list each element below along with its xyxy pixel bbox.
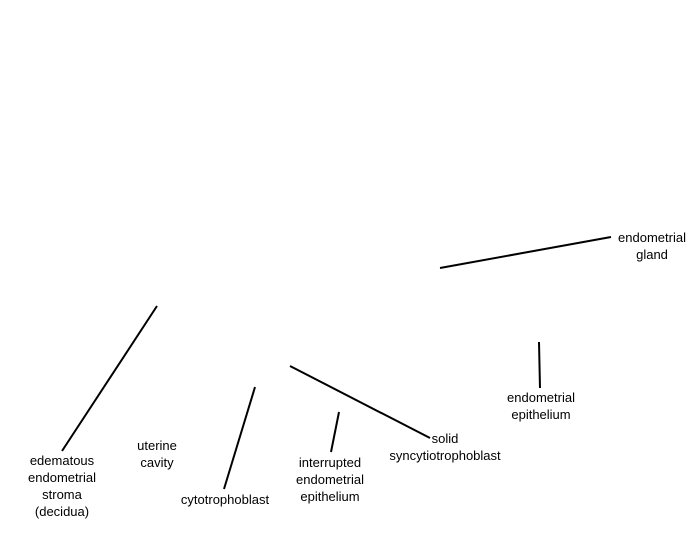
label-line: cytotrophoblast [180, 492, 270, 507]
label-line: syncytiotrophoblast [389, 448, 501, 463]
label-line: gland [636, 247, 668, 262]
label-line: cavity [140, 455, 174, 470]
label-line: epithelium [300, 489, 360, 504]
label-endometrial-gland: endometrial gland [604, 229, 700, 263]
label-interrupted-endometrial-epithelium: interrupted endometrial epithelium [282, 454, 378, 505]
label-line: epithelium [511, 407, 571, 422]
label-line: endometrial [507, 390, 575, 405]
label-solid-syncytiotrophoblast: solid syncytiotrophoblast [375, 430, 515, 464]
label-line: endometrial [296, 472, 364, 487]
label-line: interrupted [298, 455, 362, 470]
label-endometrial-epithelium: endometrial epithelium [493, 389, 589, 423]
leader-line-endometrial-gland [439, 236, 612, 269]
leader-line-endometrial-epithelium [538, 341, 541, 389]
leader-line-cytotrophoblast [223, 386, 256, 490]
leader-line-solid-syncytiotrophoblast [289, 365, 431, 439]
label-line: (decidua) [34, 504, 90, 519]
label-line: edematous [29, 453, 95, 468]
label-line: uterine [137, 438, 177, 453]
label-edematous-endometrial-stroma: edematous endometrial stroma (decidua) [14, 452, 110, 520]
label-uterine-cavity: uterine cavity [118, 437, 196, 471]
leader-line-edematous-stroma [61, 305, 158, 452]
label-cytotrophoblast: cytotrophoblast [170, 491, 280, 508]
leader-line-interrupted-epithelium [330, 411, 340, 453]
label-line: stroma [42, 487, 82, 502]
label-line: solid [431, 431, 459, 446]
label-line: endometrial [28, 470, 96, 485]
label-line: endometrial [618, 230, 686, 245]
